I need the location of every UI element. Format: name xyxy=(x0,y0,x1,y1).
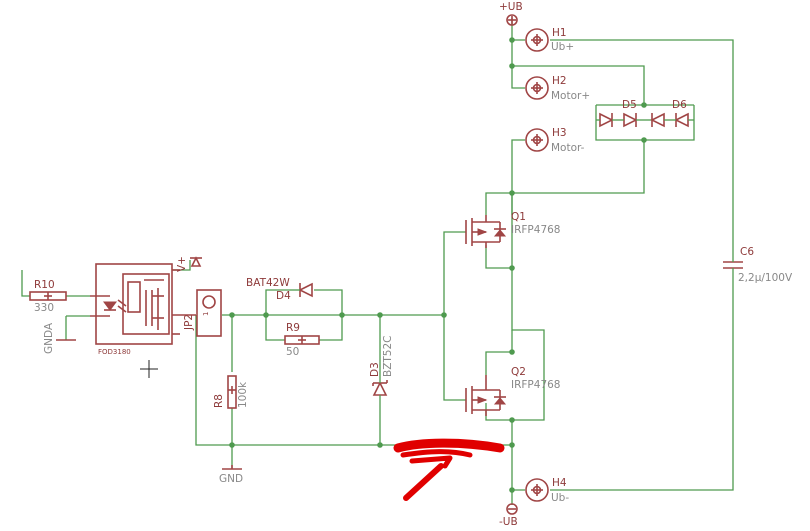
supply-minus-symbol: -UB xyxy=(499,503,518,528)
header-h1-value: Ub+ xyxy=(551,41,574,53)
mosfet-q1 xyxy=(465,215,507,248)
header-h3-ref: H3 xyxy=(552,127,567,139)
ground-label: GND xyxy=(219,473,243,485)
capacitor-c6 xyxy=(723,255,743,275)
header-h4-ref: H4 xyxy=(552,477,567,489)
jumper-jp2 xyxy=(196,289,222,337)
resistor-r10 xyxy=(29,291,67,301)
vplus-label: V+ xyxy=(176,256,188,272)
diode-d3 xyxy=(372,375,388,400)
jumper-jp2-ref: JP2 xyxy=(183,314,195,331)
resistor-r9-value: 50 xyxy=(286,346,299,358)
header-h2-value: Motor+ xyxy=(551,90,590,102)
red-hand-annotation xyxy=(393,438,505,501)
header-h4-value: Ub- xyxy=(551,492,569,504)
wires xyxy=(21,18,734,505)
header-h4 xyxy=(525,478,549,502)
capacitor-c6-value: 2,2µ/100V xyxy=(738,272,793,284)
header-h3-value: Motor- xyxy=(551,142,585,154)
gnda-label: GNDA xyxy=(43,322,55,354)
supply-minus-label: -UB xyxy=(499,516,518,528)
resistor-r10-ref: R10 xyxy=(34,279,55,291)
resistor-r8-ref: R8 xyxy=(213,394,225,408)
optocoupler-part: FOD3180 xyxy=(98,348,131,356)
optocoupler-fod3180 xyxy=(90,263,196,345)
supply-plus-label: +UB xyxy=(499,1,523,13)
resistor-r9-ref: R9 xyxy=(286,322,300,334)
origin-cross-marker xyxy=(140,360,158,378)
ground-symbol xyxy=(222,465,242,470)
header-h1 xyxy=(525,28,549,52)
vplus-symbol xyxy=(190,256,202,267)
diode-d4 xyxy=(290,282,313,298)
diode-d5 xyxy=(596,112,652,128)
diode-d6-ref: D6 xyxy=(672,99,687,111)
diode-d6 xyxy=(650,112,694,128)
capacitor-c6-ref: C6 xyxy=(740,246,754,258)
resistor-r10-value: 330 xyxy=(34,302,54,314)
resistor-r9 xyxy=(284,335,320,345)
supply-plus-symbol: +UB xyxy=(499,1,523,26)
diode-d4-value: BAT42W xyxy=(246,277,290,289)
header-h1-ref: H1 xyxy=(552,27,567,39)
mosfet-q1-value: IRFP4768 xyxy=(511,224,561,236)
header-h3 xyxy=(525,128,549,152)
jumper-jp2-pin: 1 xyxy=(202,312,210,316)
diode-d4-ref: D4 xyxy=(276,290,291,302)
diode-d3-value: BZT52C xyxy=(382,335,394,377)
diode-d3-ref: D3 xyxy=(369,362,381,377)
junction-dots xyxy=(229,37,647,493)
mosfet-q2-ref: Q2 xyxy=(511,366,526,378)
mosfet-q1-ref: Q1 xyxy=(511,211,526,223)
mosfet-q2 xyxy=(465,375,507,416)
mosfet-q2-value: IRFP4768 xyxy=(511,379,561,391)
header-h2-ref: H2 xyxy=(552,75,567,87)
resistor-r8-value: 100k xyxy=(237,381,249,408)
resistor-r8 xyxy=(227,375,237,409)
header-h2 xyxy=(525,76,549,100)
diode-d5-ref: D5 xyxy=(622,99,637,111)
